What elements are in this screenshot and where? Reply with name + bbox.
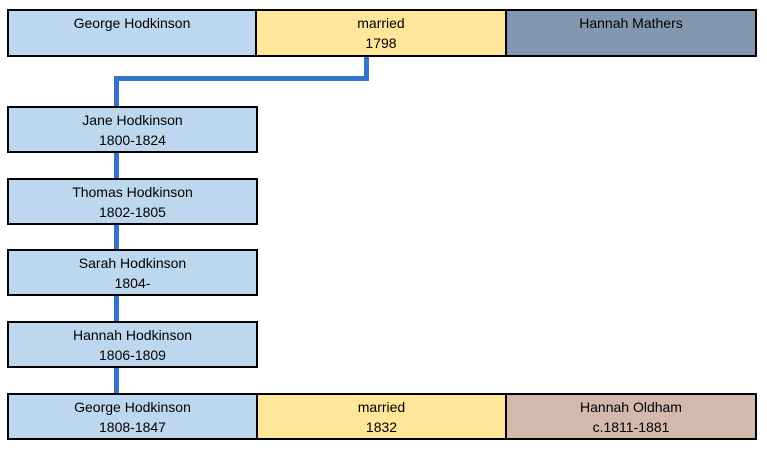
marriage-box-top: married 1798 [255,9,507,57]
marriage-year: 1832 [365,419,398,435]
connector-horizontal [114,76,369,81]
person-name: Jane Hodkinson [82,112,183,128]
child-box-thomas: Thomas Hodkinson 1802-1805 [7,178,258,225]
person-dates: c.1811-1881 [592,419,670,435]
person-name: George Hodkinson [74,399,191,415]
child-box-sarah: Sarah Hodkinson 1804- [7,249,258,296]
person-name: Hannah Oldham [580,399,682,415]
marriage-year: 1798 [365,35,397,51]
connector-child2-child3 [114,224,119,250]
person-name: Thomas Hodkinson [72,184,193,200]
connector-drop-to-first-child [114,79,119,107]
person-name: George Hodkinson [73,15,191,31]
connector-child4-child5 [114,367,119,394]
person-name: Hannah Hodkinson [72,327,193,343]
connector-drop-from-marriage [364,56,369,81]
person-dates: 1806-1809 [99,347,166,363]
marriage-label: married [357,399,406,415]
connector-child3-child4 [114,295,119,322]
spouse-box-hannah-oldham: Hannah Oldham c.1811-1881 [505,393,757,440]
person-dates: 1802-1805 [99,204,166,220]
father-box: George Hodkinson [7,9,257,57]
child-box-george-jr: George Hodkinson 1808-1847 [7,393,258,440]
person-name: Hannah Mathers [579,15,683,31]
person-dates: 1808-1847 [99,419,166,435]
child-box-jane: Jane Hodkinson 1800-1824 [7,106,258,153]
marriage-label: married [357,15,405,31]
person-dates: 1800-1824 [99,132,166,148]
connector-child1-child2 [114,152,119,179]
marriage-box-bottom: married 1832 [256,393,507,440]
mother-box: Hannah Mathers [505,9,757,57]
person-dates: 1804- [114,275,151,291]
person-name: Sarah Hodkinson [78,255,187,271]
child-box-hannah: Hannah Hodkinson 1806-1809 [7,321,258,368]
